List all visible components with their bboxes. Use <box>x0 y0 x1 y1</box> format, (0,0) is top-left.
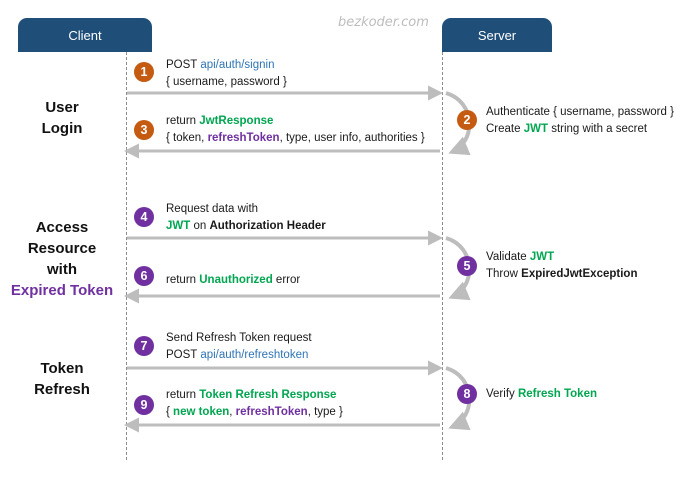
step-badge-6: 6 <box>134 266 154 286</box>
step-4-text: Request data with JWT on Authorization H… <box>166 203 326 232</box>
step-badge-9: 9 <box>134 395 154 415</box>
step-badge-5: 5 <box>457 256 477 276</box>
step-badge-4: 4 <box>134 207 154 227</box>
step-badge-2: 2 <box>457 110 477 130</box>
client-label: Client <box>68 27 102 43</box>
client-header: Client <box>18 18 152 52</box>
step-2-text: Authenticate { username, password } Crea… <box>486 106 674 135</box>
server-header: Server <box>442 18 552 52</box>
step-badge-1: 1 <box>134 62 154 82</box>
step-badge-3: 3 <box>134 120 154 140</box>
step-5-text: Validate JWT Throw ExpiredJwtException <box>486 251 638 280</box>
step-badge-7: 7 <box>134 336 154 356</box>
step-7-text: Send Refresh Token request POST api/auth… <box>166 332 312 361</box>
step-6-text: return Unauthorized error <box>166 274 301 286</box>
section-user-login: User Login <box>41 99 83 137</box>
section-token-refresh: Token Refresh <box>34 360 90 398</box>
server-lifeline <box>442 52 443 460</box>
step-9-text: return Token Refresh Response { new toke… <box>166 389 343 418</box>
step-1-text: POST api/auth/signin { username, passwor… <box>166 59 287 88</box>
step-3-text: return JwtResponse { token, refreshToken… <box>166 115 425 144</box>
server-label: Server <box>477 27 517 43</box>
client-lifeline <box>126 52 127 460</box>
step-8-text: Verify Refresh Token <box>486 388 597 400</box>
step-badge-8: 8 <box>457 384 477 404</box>
watermark: bezkoder.com <box>338 15 429 30</box>
section-access-resource: Access Resource with Expired Token <box>10 219 114 299</box>
